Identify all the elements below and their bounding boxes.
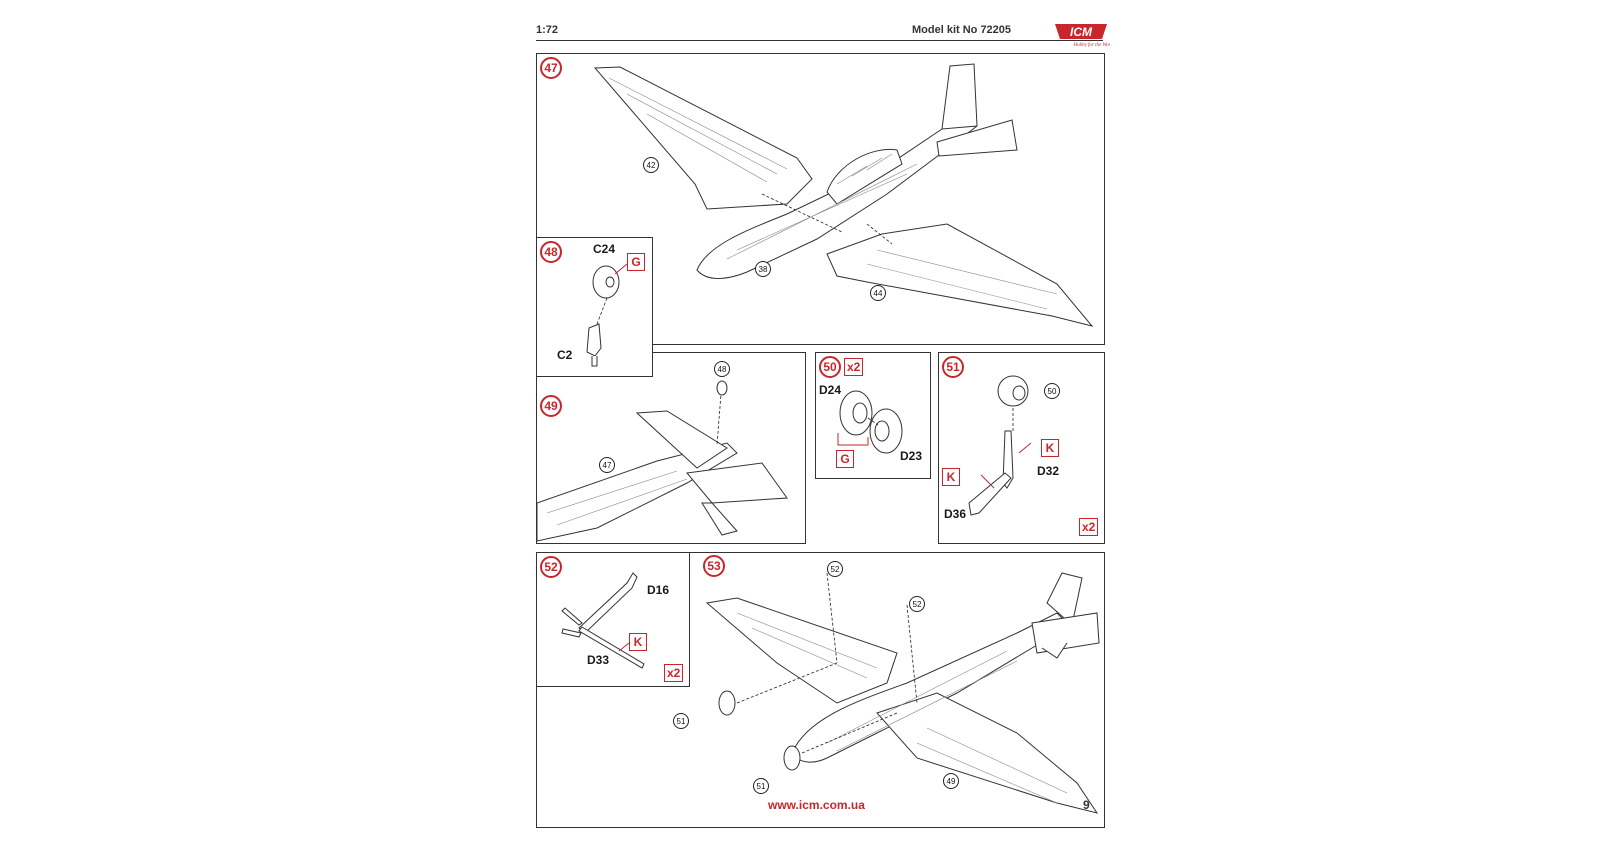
step-47-badge: 47 xyxy=(540,57,562,79)
part-d23: D23 xyxy=(900,449,923,463)
step-51-panel: 51 50 K D32 K D36 x2 xyxy=(938,352,1105,544)
strut-c2-drawing xyxy=(586,323,602,357)
step-53-badge: 53 xyxy=(703,555,725,577)
left-wing-drawing xyxy=(593,66,813,210)
step-50-panel: 50 x2 D24 G D23 xyxy=(815,352,931,479)
step-51-drawing xyxy=(968,375,1032,516)
right-wing-drawing xyxy=(876,692,1099,814)
step-50-drawing xyxy=(837,390,903,454)
ref-52-b: 52 xyxy=(909,596,925,612)
qty-tag: x2 xyxy=(844,358,864,376)
ref-49: 49 xyxy=(943,773,959,789)
ref-47: 47 xyxy=(599,457,615,473)
glue-tag-g: G xyxy=(627,253,645,271)
ref-38: 38 xyxy=(755,261,771,277)
step-49-drawing xyxy=(537,380,788,542)
svg-text:Hobby for the World: Hobby for the World xyxy=(1072,43,1110,47)
step-53-drawing xyxy=(705,572,1100,814)
glue-tag-k-1: K xyxy=(1041,439,1059,457)
fuselage-drawing xyxy=(791,612,1068,763)
part-d32: D32 xyxy=(1037,464,1060,478)
glue-tag-k: K xyxy=(629,633,647,651)
step-51-badge: 51 xyxy=(942,356,964,378)
ref-51-a: 51 xyxy=(673,713,689,729)
part-d36: D36 xyxy=(944,507,967,521)
svg-text:ICM: ICM xyxy=(1070,25,1093,39)
rear-fuselage-drawing xyxy=(537,442,738,542)
ref-44: 44 xyxy=(870,285,886,301)
icm-logo: ICM Hobby for the World xyxy=(1055,24,1110,47)
tailplane-drawing xyxy=(1031,612,1100,654)
left-wing-drawing xyxy=(705,597,898,704)
ref-51-b: 51 xyxy=(753,778,769,794)
part-c24: C24 xyxy=(593,242,616,256)
tailplane-drawing xyxy=(936,119,1018,157)
ref-52-a: 52 xyxy=(827,561,843,577)
tail-fin-drawing xyxy=(941,63,978,130)
ref-50: 50 xyxy=(1044,383,1060,399)
ref-42: 42 xyxy=(643,157,659,173)
part-d24: D24 xyxy=(819,383,842,397)
step-48-badge: 48 xyxy=(540,241,562,263)
step-49-panel: 49 48 47 xyxy=(536,352,806,544)
step-48-panel: 48 C24 G C2 xyxy=(536,237,653,377)
right-wing-drawing xyxy=(826,223,1094,327)
glue-tag-k-2: K xyxy=(942,468,960,486)
rod-d16-drawing xyxy=(578,572,638,634)
qty-tag: x2 xyxy=(664,664,684,682)
glue-tag-g: G xyxy=(836,450,854,468)
step-52-badge: 52 xyxy=(540,556,562,578)
header-rule xyxy=(536,40,1103,41)
step-49-badge: 49 xyxy=(540,395,562,417)
qty-tag: x2 xyxy=(1079,518,1099,536)
tailplane-drawing xyxy=(635,410,728,469)
fin-drawing xyxy=(686,462,788,504)
step-50-badge: 50 xyxy=(819,356,841,378)
step-47-drawing xyxy=(593,63,1094,327)
step-53-panel: 52 52 51 51 49 xyxy=(536,552,1105,828)
strut-d36-drawing xyxy=(968,472,1012,516)
step-52-panel: 52 D16 K D33 x2 xyxy=(536,552,690,687)
step-52-drawing xyxy=(561,572,645,669)
part-d33: D33 xyxy=(587,653,610,667)
ref-48: 48 xyxy=(714,361,730,377)
canopy-drawing xyxy=(826,148,903,205)
footer-url[interactable]: www.icm.com.ua xyxy=(768,798,865,812)
kit-number: Model kit No 72205 xyxy=(912,24,1012,36)
step-48-drawing xyxy=(586,263,628,367)
page-number: 9 xyxy=(1083,798,1090,812)
part-d16: D16 xyxy=(647,583,670,597)
part-c2: C2 xyxy=(557,348,573,362)
fork-d33-drawing xyxy=(561,607,645,669)
scale-label: 1:72 xyxy=(536,24,559,36)
